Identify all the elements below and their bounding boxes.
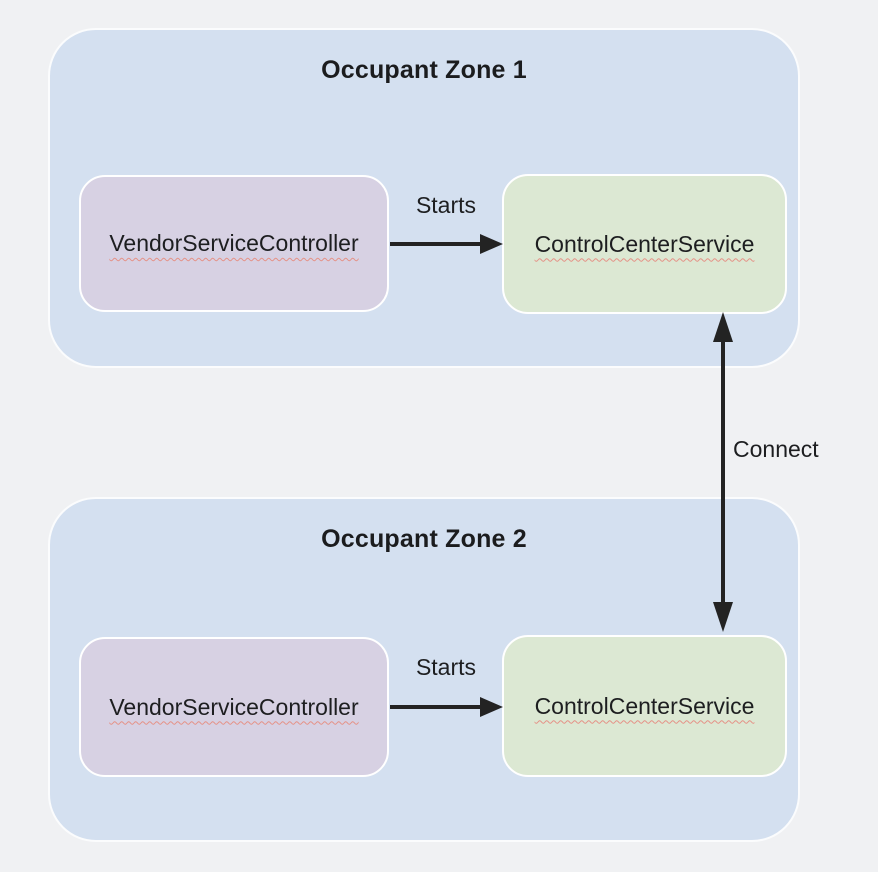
control-center-service-box-zone-2: ControlCenterService [502, 635, 787, 777]
control-center-service-label: ControlCenterService [534, 692, 755, 719]
control-center-service-label: ControlCenterService [534, 230, 755, 257]
control-center-service-box-zone-1: ControlCenterService [502, 174, 787, 314]
starts-right-arrow-icon [390, 697, 503, 717]
occupant-zone-2: Occupant Zone 2 VendorServiceController … [48, 497, 800, 842]
vendor-service-controller-label: VendorServiceController [109, 230, 359, 256]
vendor-service-controller-box-zone-2: VendorServiceController [79, 637, 389, 777]
starts-edge-label-zone-2: Starts [415, 654, 477, 680]
starts-edge-label-zone-1: Starts [415, 192, 477, 218]
vendor-service-controller-label: VendorServiceController [109, 693, 359, 720]
starts-right-arrow-icon [390, 234, 503, 254]
zone-1-title: Occupant Zone 1 [321, 56, 527, 84]
vendor-service-controller-box-zone-1: VendorServiceController [79, 175, 389, 312]
occupant-zone-1: Occupant Zone 1 VendorServiceController … [48, 28, 800, 368]
zone-2-title: Occupant Zone 2 [321, 525, 527, 553]
connect-double-arrow-icon [713, 312, 733, 632]
connect-edge-label: Connect [733, 436, 819, 462]
